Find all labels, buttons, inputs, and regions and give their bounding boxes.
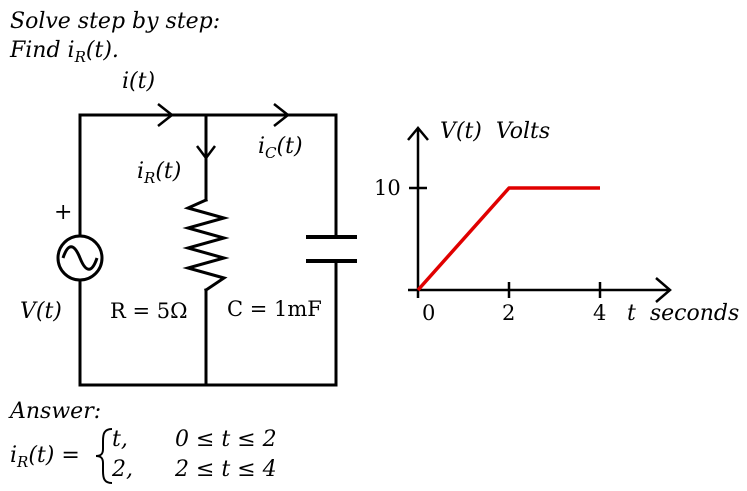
case-2-value: 2, — [111, 457, 133, 482]
answer-lhs: iR(t) = — [10, 443, 80, 471]
arrow-resistor-current-icon — [196, 145, 216, 161]
arrow-source-current-icon — [157, 103, 175, 127]
arrow-capacitor-current-icon — [273, 103, 291, 127]
case-1-condition: 0 ≤ t ≤ 2 — [175, 427, 277, 452]
case-1-value: t, — [112, 427, 128, 452]
x-tick-label: 0 — [422, 301, 435, 325]
resistor-icon — [182, 198, 230, 293]
find-text: Find iR(t). — [9, 38, 119, 66]
plus-sign: + — [54, 200, 72, 225]
x-axis-arrow-icon — [655, 277, 672, 303]
source-current-label: i(t) — [122, 69, 155, 94]
resistor-value-label: R = 5Ω — [110, 299, 188, 323]
circuit-diagram: i(t) iR(t) iC(t) + V(t) R = 5Ω C = 1mF — [20, 69, 357, 387]
answer-title: Answer: — [8, 399, 101, 424]
y-tick-label: 10 — [374, 176, 401, 200]
x-tick-label: 4 — [593, 301, 606, 325]
x-tick-label: 2 — [502, 301, 515, 325]
source-voltage-label: V(t) — [20, 299, 62, 324]
y-axis-arrow-icon — [407, 126, 429, 141]
voltage-series-line — [416, 186, 600, 292]
case-2-condition: 2 ≤ t ≤ 4 — [174, 457, 277, 482]
voltage-chart: 0 2 4 10 V(t) Volts t seconds — [374, 119, 739, 326]
capacitor-value-label: C = 1mF — [227, 297, 322, 321]
capacitor-current-label: iC(t) — [258, 134, 303, 162]
piecewise-brace-icon — [95, 428, 113, 484]
instruction-text: Solve step by step: — [10, 9, 220, 34]
x-axis-label: t seconds — [627, 301, 739, 326]
resistor-current-label: iR(t) — [137, 159, 181, 187]
sine-wave-icon — [61, 245, 99, 271]
answer-block: Answer: iR(t) = t, 0 ≤ t ≤ 2 2, 2 ≤ t ≤ … — [8, 399, 277, 484]
y-axis-label: V(t) Volts — [440, 119, 550, 144]
